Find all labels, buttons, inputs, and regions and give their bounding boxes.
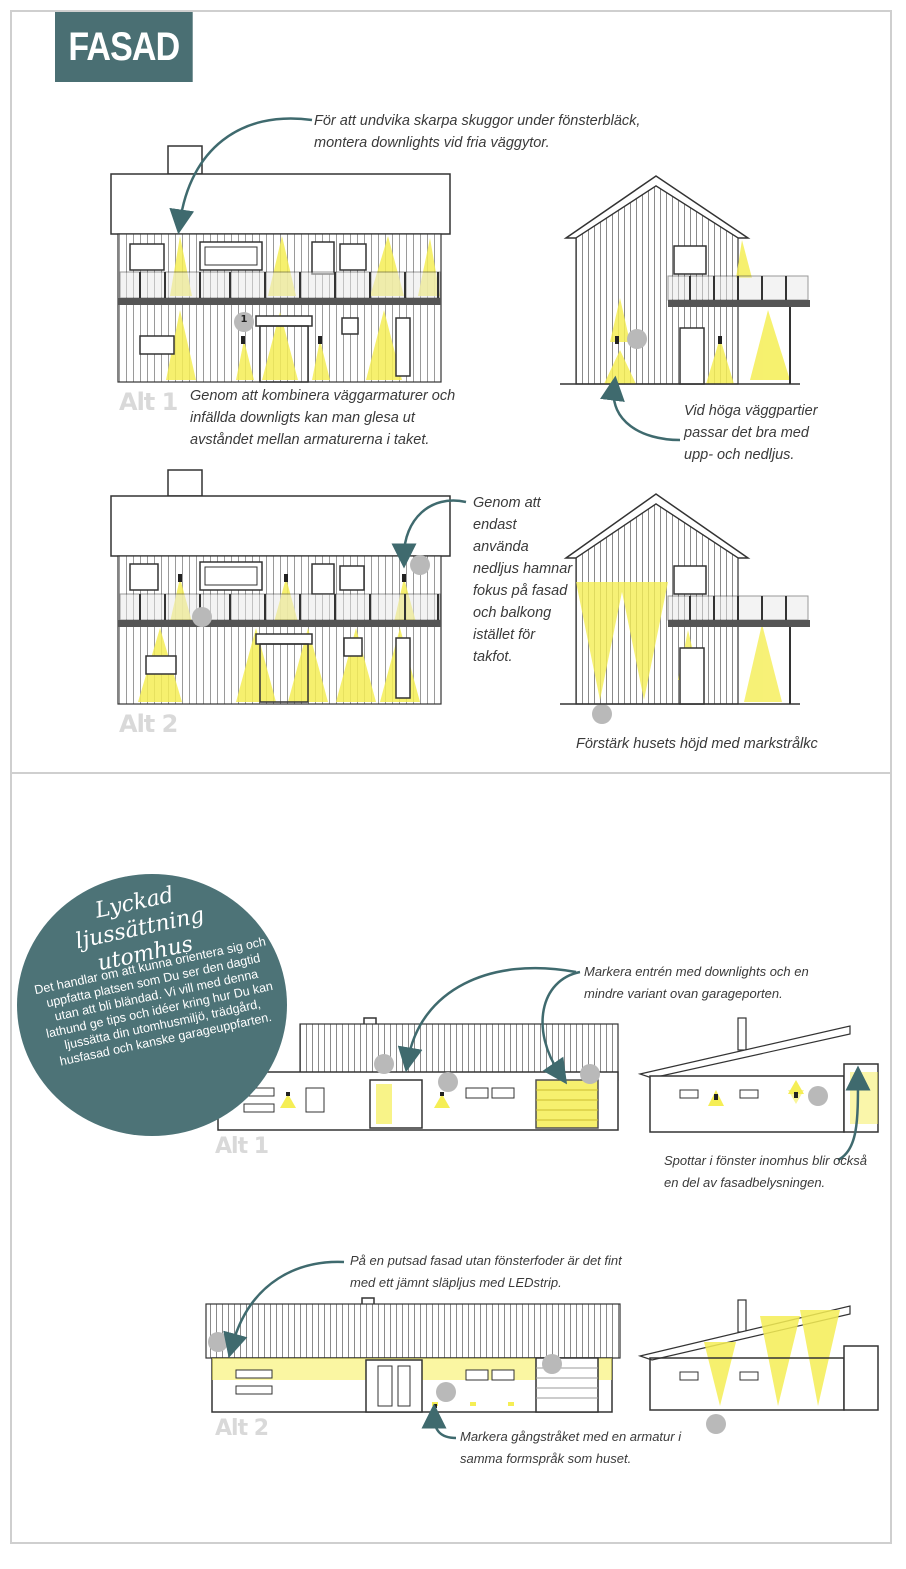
house-alt2-top — [110, 469, 451, 705]
note-top: För att undvika skarpa skuggor under fön… — [314, 113, 641, 151]
label-alt1-bottom: Alt 1 — [215, 1134, 269, 1159]
marker-number: 1 — [240, 314, 248, 325]
house-side-bottom-alt2 — [637, 1299, 879, 1434]
label-alt1-top: Alt 1 — [119, 388, 178, 416]
label-alt2-bottom: Alt 2 — [215, 1416, 269, 1441]
note-path: Markera gångstråket med en armatur i sam… — [460, 1429, 682, 1466]
house-alt2-bottom — [205, 1297, 621, 1413]
note-window: Spottar i fönster inomhus blir också en … — [664, 1153, 868, 1190]
note-alt1: Genom att kombinera väggarmaturer och in… — [190, 388, 456, 448]
note-side: Vid höga väggpartier passar det bra med … — [684, 403, 818, 463]
house-alt1-top — [110, 145, 451, 383]
house-side-alt2 — [560, 493, 810, 724]
page-title: FASAD — [55, 12, 193, 82]
note-entrance: Markera entrén med downlights och en min… — [584, 964, 809, 1001]
note-alt2: Genom att endast använda nedljus hamnar … — [473, 495, 573, 665]
label-alt2-top: Alt 2 — [119, 710, 178, 738]
house-side-top — [560, 175, 810, 385]
house-side-bottom-alt1 — [637, 1017, 879, 1133]
annotation-arrows — [169, 117, 871, 1440]
intro-circle — [17, 874, 287, 1136]
note-ground: Förstärk husets höjd med markstrålkc — [576, 736, 818, 752]
note-ledstrip: På en putsad fasad utan fönsterfoder är … — [350, 1253, 622, 1290]
